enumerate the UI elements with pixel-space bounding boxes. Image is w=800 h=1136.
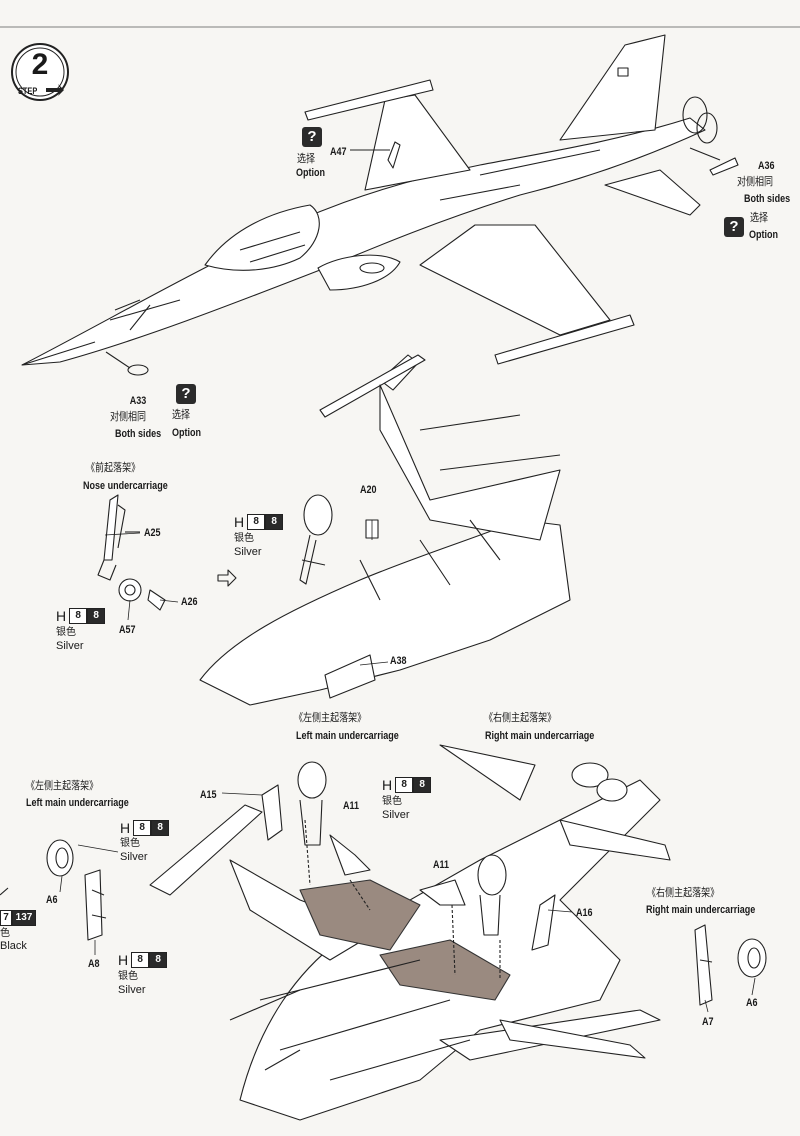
paint-silver-en: Silver: [120, 851, 148, 863]
paint-code-1: 8: [395, 777, 414, 793]
paint-silver-cn: 银色: [56, 627, 76, 638]
paint-silver-cn: 银色: [382, 796, 402, 807]
paint-code-2: 8: [151, 820, 170, 836]
both-sides-en-a36: Both sides: [744, 193, 791, 205]
nose-undercarriage-cn: 《前起落架》: [86, 461, 141, 474]
question-icon: ?: [176, 384, 196, 404]
part-a6-right-label: A6: [746, 997, 758, 1009]
paint-code-silver: H 8 8: [382, 777, 432, 793]
question-icon: ?: [724, 217, 744, 237]
nose-undercarriage-en: Nose undercarriage: [83, 480, 168, 492]
part-a8-label: A8: [88, 958, 100, 970]
part-a20-label: A20: [360, 484, 377, 496]
paint-code-1: 8: [69, 608, 88, 624]
paint-code-silver: H 8 8: [234, 514, 284, 530]
paint-code-1: 8: [131, 952, 150, 968]
part-a11-right-label: A11: [433, 859, 450, 871]
paint-black-cn: 色: [0, 928, 10, 939]
both-sides-en-a33: Both sides: [115, 428, 162, 440]
right-main-undercarriage-cn: 《右侧主起落架》: [484, 711, 557, 724]
aircraft-top-view: [21, 34, 739, 376]
both-sides-cn-a33: 对侧相同: [110, 410, 147, 423]
both-sides-cn-a36: 对侧相同: [737, 175, 774, 188]
paint-code-1: 8: [247, 514, 266, 530]
paint-prefix: H: [234, 514, 245, 530]
paint-code-1: 7: [0, 910, 12, 926]
paint-code-silver: H 8 8: [56, 608, 106, 624]
right-main-undercarriage-cn: 《右侧主起落架》: [647, 886, 720, 899]
step-label: STEP: [18, 86, 38, 96]
part-a7-label: A7: [702, 1016, 714, 1028]
part-a57-label: A57: [119, 624, 136, 636]
part-a38-label: A38: [390, 655, 407, 667]
part-a47-label: A47: [330, 146, 347, 158]
option-cn-a47: 选择: [297, 152, 316, 165]
part-a11-left-label: A11: [343, 800, 360, 812]
part-a33-label: A33: [129, 395, 147, 407]
paint-silver-en: Silver: [382, 809, 410, 821]
left-main-undercarriage-cn: 《左侧主起落架》: [26, 779, 99, 792]
paint-code-2: 8: [87, 608, 106, 624]
paint-code-2: 8: [149, 952, 168, 968]
right-main-undercarriage-en: Right main undercarriage: [646, 904, 756, 916]
left-main-undercarriage-en: Left main undercarriage: [296, 730, 399, 742]
left-main-undercarriage-cn: 《左侧主起落架》: [294, 711, 367, 724]
option-en-a47: Option: [296, 167, 326, 179]
paint-prefix: H: [382, 777, 393, 793]
paint-code-1: 8: [133, 820, 152, 836]
step-number: 2: [31, 48, 49, 81]
paint-prefix: H: [120, 820, 131, 836]
question-icon: ?: [302, 127, 322, 147]
part-a26-label: A26: [181, 596, 198, 608]
option-cn-a36: 选择: [750, 211, 769, 224]
option-en-a33: Option: [172, 427, 202, 439]
paint-black-en: Black: [0, 940, 27, 952]
aircraft-underside-view: [149, 744, 671, 1121]
left-main-gear-subassembly: [0, 839, 107, 941]
paint-code-2: 137: [12, 910, 36, 926]
paint-code-silver: H 8 8: [120, 820, 170, 836]
right-main-gear-subassembly: [694, 924, 767, 1006]
part-a6-left-label: A6: [46, 894, 58, 906]
option-cn-a33: 选择: [172, 408, 191, 421]
paint-silver-en: Silver: [118, 984, 146, 996]
paint-silver-cn: 银色: [234, 533, 254, 544]
part-a36-label: A36: [758, 160, 775, 172]
paint-code-2: 8: [413, 777, 432, 793]
paint-silver-en: Silver: [234, 546, 262, 558]
paint-code-2: 8: [265, 514, 284, 530]
option-en-a36: Option: [749, 229, 779, 241]
left-main-undercarriage-en: Left main undercarriage: [26, 797, 129, 809]
step-badge-icon: [11, 43, 69, 101]
paint-silver-en: Silver: [56, 640, 84, 652]
fuselage-underside-nose: [199, 354, 571, 706]
paint-silver-cn: 银色: [120, 838, 140, 849]
paint-silver-cn: 银色: [118, 971, 138, 982]
paint-code-silver: H 8 8: [118, 952, 168, 968]
right-main-undercarriage-en: Right main undercarriage: [485, 730, 595, 742]
part-a15-label: A15: [200, 789, 217, 801]
paint-prefix: H: [56, 608, 67, 624]
paint-code-black: 7 137: [0, 910, 36, 926]
nose-gear-subassembly: [97, 494, 166, 611]
paint-prefix: H: [118, 952, 129, 968]
part-a16-label: A16: [576, 907, 593, 919]
part-a25-label: A25: [144, 527, 161, 539]
